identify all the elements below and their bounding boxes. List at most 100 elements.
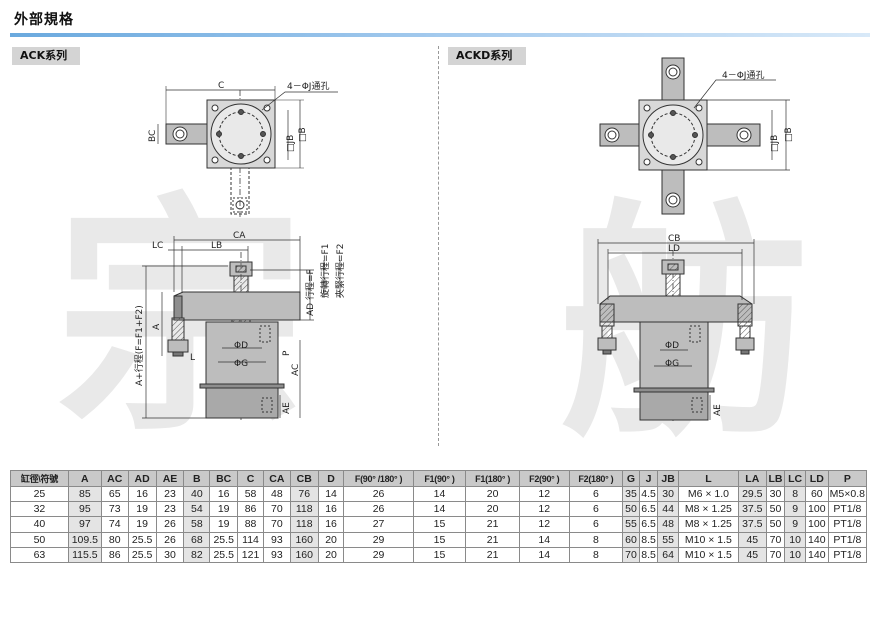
dim-ca-ack: CA xyxy=(233,231,246,241)
table-cell: 40 xyxy=(183,485,211,503)
section-tag-ack: ACK系列 xyxy=(12,47,80,65)
table-cell: 6 xyxy=(568,501,624,518)
table-cell: 26 xyxy=(343,485,414,503)
table-cell: 70 xyxy=(262,501,291,518)
table-cell: 16 xyxy=(209,485,239,503)
table-cell: 100 xyxy=(804,516,829,533)
table-cell: 12 xyxy=(518,485,570,503)
column-header: C xyxy=(237,470,264,487)
table-cell: 14 xyxy=(518,531,570,548)
table-cell: 4.5 xyxy=(638,485,659,503)
column-header: P xyxy=(827,470,868,487)
table-cell: 80 xyxy=(100,531,129,548)
table-cell: M10 × 1.5 xyxy=(677,531,739,548)
column-header: F2(180° ) xyxy=(568,470,624,487)
dim-phi-d-ackd: ΦD xyxy=(665,341,679,351)
table-cell: 160 xyxy=(289,546,319,563)
table-cell: 9 xyxy=(784,516,806,533)
table-cell: 19 xyxy=(209,501,239,518)
column-header: CA xyxy=(262,470,291,487)
table-cell: 6 xyxy=(568,485,624,503)
table-cell: 32 xyxy=(10,501,69,518)
table-cell: 14 xyxy=(412,501,467,518)
table-cell: 73 xyxy=(100,501,129,518)
table-cell: 29 xyxy=(343,531,414,548)
table-cell: 30 xyxy=(155,546,185,563)
dim-ac: AC xyxy=(291,364,301,376)
column-header: B xyxy=(183,470,211,487)
table-cell: 16 xyxy=(317,516,345,533)
dim-ad-stroke: AD 行程=F xyxy=(304,269,316,316)
table-cell: 140 xyxy=(804,531,829,548)
table-cell: 35 xyxy=(622,485,640,503)
table-cell: 19 xyxy=(127,516,157,533)
column-header: L xyxy=(677,470,739,487)
table-cell: 58 xyxy=(183,516,211,533)
ackd-side-view xyxy=(597,239,755,422)
dim-ld: LD xyxy=(668,244,680,254)
table-cell: 26 xyxy=(155,531,185,548)
table-cell: 26 xyxy=(343,501,414,518)
table-cell: 25 xyxy=(10,485,69,503)
table-cell: 86 xyxy=(100,546,129,563)
table-cell: 23 xyxy=(155,485,185,503)
table-cell: PT1/8 xyxy=(827,546,868,563)
table-cell: 37.5 xyxy=(737,516,767,533)
column-header: LA xyxy=(737,470,767,487)
dim-phi-d-ack: ΦD xyxy=(234,341,248,351)
table-cell: 27 xyxy=(343,516,414,533)
table-cell: PT1/8 xyxy=(827,516,868,533)
table-cell: M10 × 1.5 xyxy=(677,546,739,563)
dim-hole-ack: 4－ΦJ通孔 xyxy=(287,81,329,92)
table-cell: 40 xyxy=(10,516,69,533)
table-cell: 16 xyxy=(127,485,157,503)
dim-l-ack: L xyxy=(190,353,195,363)
column-header: A xyxy=(67,470,102,487)
ack-side-view xyxy=(142,236,341,420)
table-cell: M8 × 1.25 xyxy=(677,516,739,533)
table-cell: 8 xyxy=(568,546,624,563)
table-cell: 97 xyxy=(67,516,102,533)
table-cell: 15 xyxy=(412,516,467,533)
dim-ae-ackd: AE xyxy=(713,404,723,416)
dim-rot-stroke: 旋轉行程=F1 xyxy=(319,244,331,298)
table-cell: 23 xyxy=(155,501,185,518)
table-cell: 25.5 xyxy=(127,546,157,563)
table-cell: 10 xyxy=(784,546,806,563)
dim-hole-ackd: 4－ΦJ通孔 xyxy=(722,70,764,81)
table-cell: 8 xyxy=(568,531,624,548)
table-cell: 14 xyxy=(412,485,467,503)
table-cell: 64 xyxy=(657,546,679,563)
table-cell: 60 xyxy=(804,485,829,503)
table-cell: 26 xyxy=(155,516,185,533)
column-header: AD xyxy=(127,470,157,487)
table-cell: 14 xyxy=(518,546,570,563)
ackd-top-view xyxy=(599,57,790,215)
table-cell: 48 xyxy=(657,516,679,533)
table-cell: M5×0.8 xyxy=(827,485,868,503)
table-cell: 10 xyxy=(784,531,806,548)
section-tag-ackd: ACKD系列 xyxy=(448,47,526,65)
column-header: F1(180° ) xyxy=(465,470,520,487)
column-header: BC xyxy=(209,470,239,487)
table-cell: 37.5 xyxy=(737,501,767,518)
column-header: F1(90° ) xyxy=(412,470,467,487)
table-cell: PT1/8 xyxy=(827,501,868,518)
table-cell: 70 xyxy=(622,546,640,563)
table-cell: 12 xyxy=(518,501,570,518)
table-cell: 45 xyxy=(737,546,767,563)
dim-c: C xyxy=(218,81,224,91)
table-cell: 12 xyxy=(518,516,570,533)
table-cell: 50 xyxy=(765,501,786,518)
table-cell: 15 xyxy=(412,531,467,548)
table-cell: 30 xyxy=(765,485,786,503)
table-cell: 95 xyxy=(67,501,102,518)
title-rule xyxy=(10,33,870,37)
table-cell: 44 xyxy=(657,501,679,518)
table-cell: 16 xyxy=(317,501,345,518)
table-cell: 15 xyxy=(412,546,467,563)
table-cell: 88 xyxy=(237,516,264,533)
